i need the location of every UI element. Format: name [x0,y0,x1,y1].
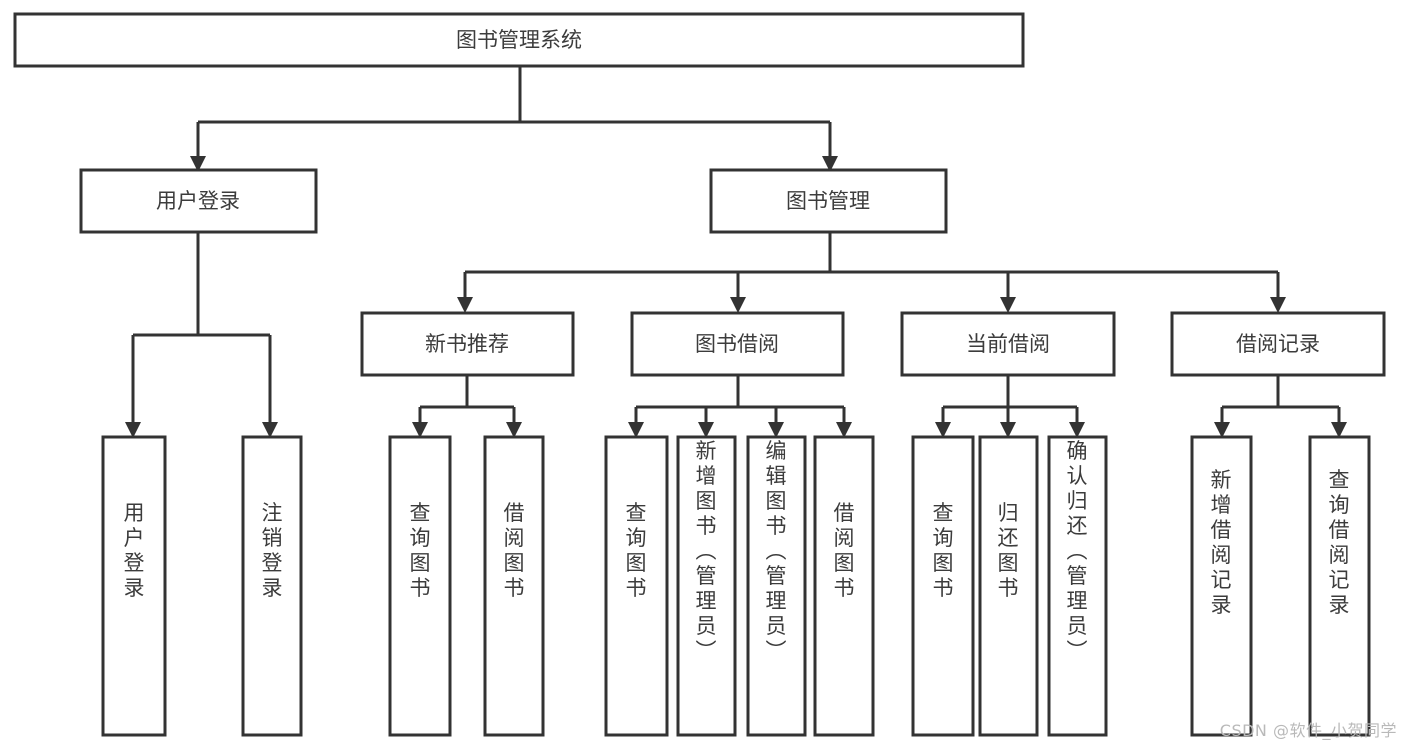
leaf-l-borrow-book-1[interactable]: 借阅图书 [483,435,545,737]
connectors [125,66,1347,438]
leaf-l-add-book[interactable]: 新增图书︵管理员︶ [676,435,737,737]
leaf-l-user-login-box[interactable] [101,435,167,737]
node-book-mgmt[interactable]: 图书管理 [709,168,948,234]
leaf-l-query-book-1-label: 查询图书 [410,501,431,600]
arrow-head-l-user-login [125,422,141,438]
arrow-head-l-query-record [1331,422,1347,438]
arrow-head-current-borrow [1000,297,1016,313]
leaf-l-query-book-3[interactable]: 查询图书 [911,435,975,737]
node-root-label: 图书管理系统 [456,28,582,52]
leaf-l-return-book-label: 归还图书 [998,501,1019,600]
arrow-head-book-borrow [730,297,746,313]
node-book-mgmt-label: 图书管理 [786,189,870,213]
leaf-l-confirm-return-label: 确认归还︵管理员︶ [1067,439,1088,663]
connector-book-borrow-children [634,375,846,422]
leaf-l-edit-book-label: 编辑图书︵管理员︶ [766,439,787,663]
arrow-head-borrow-record [1270,297,1286,313]
connector-current-borrow-children [941,375,1079,422]
leaf-l-add-record-label: 新增借阅记录 [1211,468,1232,617]
leaf-l-add-book-box[interactable] [676,435,737,737]
arrow-head-l-add-book [698,422,714,438]
node-book-borrow-box[interactable] [630,311,845,377]
node-user-login-label: 用户登录 [156,189,240,213]
node-user-login[interactable]: 用户登录 [79,168,318,234]
node-new-book-rec[interactable]: 新书推荐 [360,311,575,377]
arrow-head-l-user-logout [262,422,278,438]
arrow-head-l-query-book-2 [628,422,644,438]
node-user-login-box[interactable] [79,168,318,234]
arrow-head-l-borrow-book-2 [836,422,852,438]
leaf-l-query-book-2-label: 查询图书 [626,501,647,600]
leaf-l-query-record[interactable]: 查询借阅记录 [1308,435,1371,737]
leaf-l-query-book-2[interactable]: 查询图书 [604,435,669,737]
arrow-head-user-login [190,156,206,172]
leaf-l-confirm-return[interactable]: 确认归还︵管理员︶ [1047,435,1108,737]
arrow-head-book-mgmt [822,156,838,172]
node-current-borrow[interactable]: 当前借阅 [900,311,1116,377]
leaf-l-query-book-2-box[interactable] [604,435,669,737]
leaf-l-user-login-label: 用户登录 [124,501,145,600]
leaf-l-borrow-book-2-label: 借阅图书 [834,501,855,600]
leaf-l-add-record[interactable]: 新增借阅记录 [1190,435,1253,737]
arrow-head-l-edit-book [768,422,784,438]
leaf-l-user-logout-label: 注销登录 [262,501,283,600]
arrow-head-l-add-record [1214,422,1230,438]
leaf-l-edit-book[interactable]: 编辑图书︵管理员︶ [746,435,807,737]
leaf-l-borrow-book-1-label: 借阅图书 [504,501,525,600]
leaf-l-query-record-box[interactable] [1308,435,1371,737]
leaf-l-borrow-book-1-box[interactable] [483,435,545,737]
arrow-head-l-borrow-book-1 [506,422,522,438]
leaf-l-query-record-label: 查询借阅记录 [1329,468,1350,617]
node-book-mgmt-box[interactable] [709,168,948,234]
leaf-l-query-book-1[interactable]: 查询图书 [388,435,452,737]
connector-user-login-children [131,232,272,422]
leaf-l-query-book-3-label: 查询图书 [933,501,954,600]
node-borrow-record-label: 借阅记录 [1236,332,1320,356]
connector-root-to-level2 [196,66,832,156]
leaf-l-add-book-label: 新增图书︵管理员︶ [696,439,717,663]
node-root[interactable]: 图书管理系统 [13,12,1025,68]
arrow-head-new-book-rec [457,297,473,313]
node-new-book-rec-label: 新书推荐 [425,332,509,356]
leaf-l-user-logout[interactable]: 注销登录 [241,435,303,737]
leaf-l-add-record-box[interactable] [1190,435,1253,737]
leaf-l-query-book-1-box[interactable] [388,435,452,737]
node-new-book-rec-box[interactable] [360,311,575,377]
leaf-l-confirm-return-box[interactable] [1047,435,1108,737]
leaf-l-query-book-3-box[interactable] [911,435,975,737]
leaf-l-edit-book-box[interactable] [746,435,807,737]
node-current-borrow-label: 当前借阅 [966,332,1050,356]
node-book-borrow-label: 图书借阅 [695,332,779,356]
leaf-l-return-book[interactable]: 归还图书 [978,435,1039,737]
arrow-head-l-query-book-1 [412,422,428,438]
connector-book-mgmt-children [463,232,1280,297]
leaf-l-borrow-book-2-box[interactable] [813,435,875,737]
node-borrow-record-box[interactable] [1170,311,1386,377]
node-borrow-record[interactable]: 借阅记录 [1170,311,1386,377]
connector-borrow-record-children [1220,375,1341,422]
node-book-borrow[interactable]: 图书借阅 [630,311,845,377]
leaf-l-return-book-box[interactable] [978,435,1039,737]
node-current-borrow-box[interactable] [900,311,1116,377]
arrow-head-l-confirm-return [1069,422,1085,438]
connector-new-book-rec-children [418,375,516,422]
node-root-box[interactable] [13,12,1025,68]
arrow-head-l-query-book-3 [935,422,951,438]
leaf-l-user-logout-box[interactable] [241,435,303,737]
leaf-l-user-login[interactable]: 用户登录 [101,435,167,737]
leaf-l-borrow-book-2[interactable]: 借阅图书 [813,435,875,737]
arrow-head-l-return-book [1000,422,1016,438]
